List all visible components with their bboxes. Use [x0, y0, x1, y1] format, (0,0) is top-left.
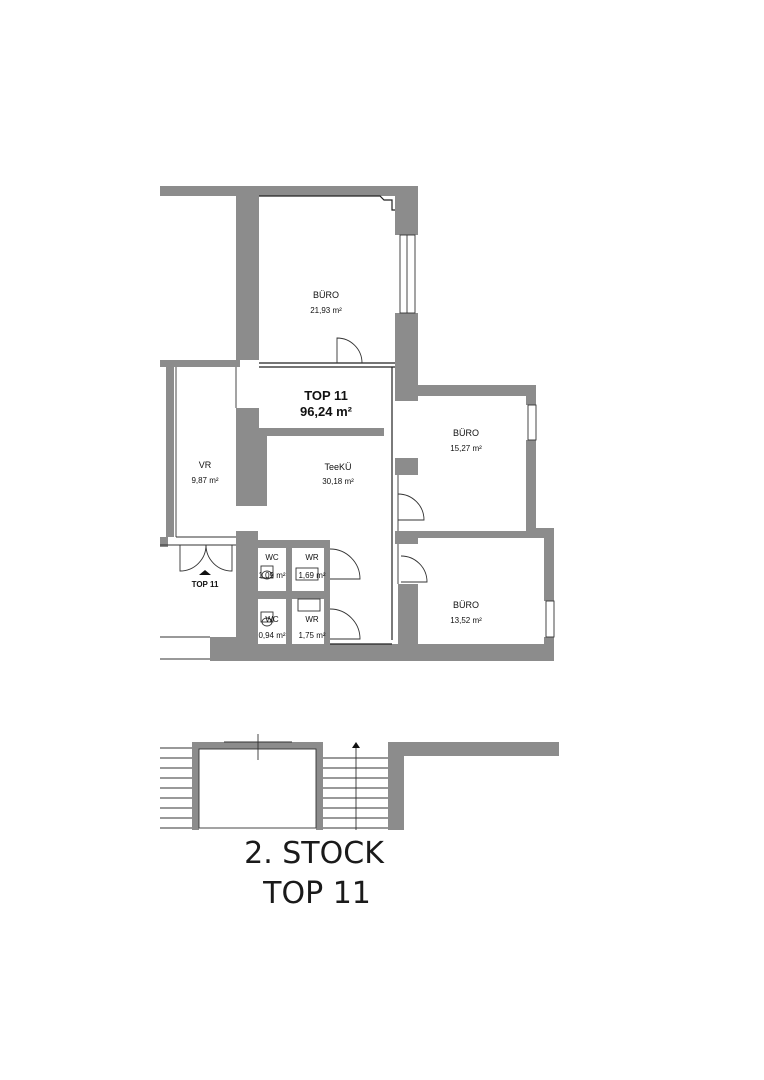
room-area-buero-bot: 13,52 m²	[450, 616, 482, 625]
fixtures	[160, 195, 555, 830]
room-name-wr2: WR	[305, 615, 319, 624]
room-name-wc2: WC	[265, 615, 279, 624]
caption-unit: TOP 11	[262, 876, 371, 911]
unit-area: 96,24 m²	[300, 404, 353, 419]
room-area-buero-mid: 15,27 m²	[450, 444, 482, 453]
room-area-wc2: 0,94 m²	[258, 631, 285, 640]
room-name-vr: VR	[199, 460, 212, 470]
room-name-buero-mid: BÜRO	[453, 428, 479, 438]
room-area-wr2: 1,75 m²	[298, 631, 325, 640]
entrance-label: TOP 11	[192, 580, 219, 589]
room-name-buero-bot: BÜRO	[453, 600, 479, 610]
walls	[160, 186, 559, 830]
room-area-buero-top: 21,93 m²	[310, 306, 342, 315]
room-name-buero-top: BÜRO	[313, 290, 339, 300]
unit-name: TOP 11	[304, 388, 348, 403]
room-area-teekueche: 30,18 m²	[322, 477, 354, 486]
caption-floor: 2. STOCK	[244, 836, 385, 871]
room-name-teekueche: TeeKÜ	[324, 462, 351, 472]
room-area-vr: 9,87 m²	[191, 476, 218, 485]
room-labels: BÜRO 21,93 m² TOP 11 96,24 m² BÜRO 15,27…	[191, 290, 482, 640]
room-name-wc1: WC	[265, 553, 279, 562]
room-name-wr1: WR	[305, 553, 319, 562]
room-area-wr1: 1,69 m²	[298, 571, 325, 580]
room-area-wc1: 1,09 m²	[258, 571, 285, 580]
plan-caption: 2. STOCK TOP 11	[244, 836, 385, 911]
